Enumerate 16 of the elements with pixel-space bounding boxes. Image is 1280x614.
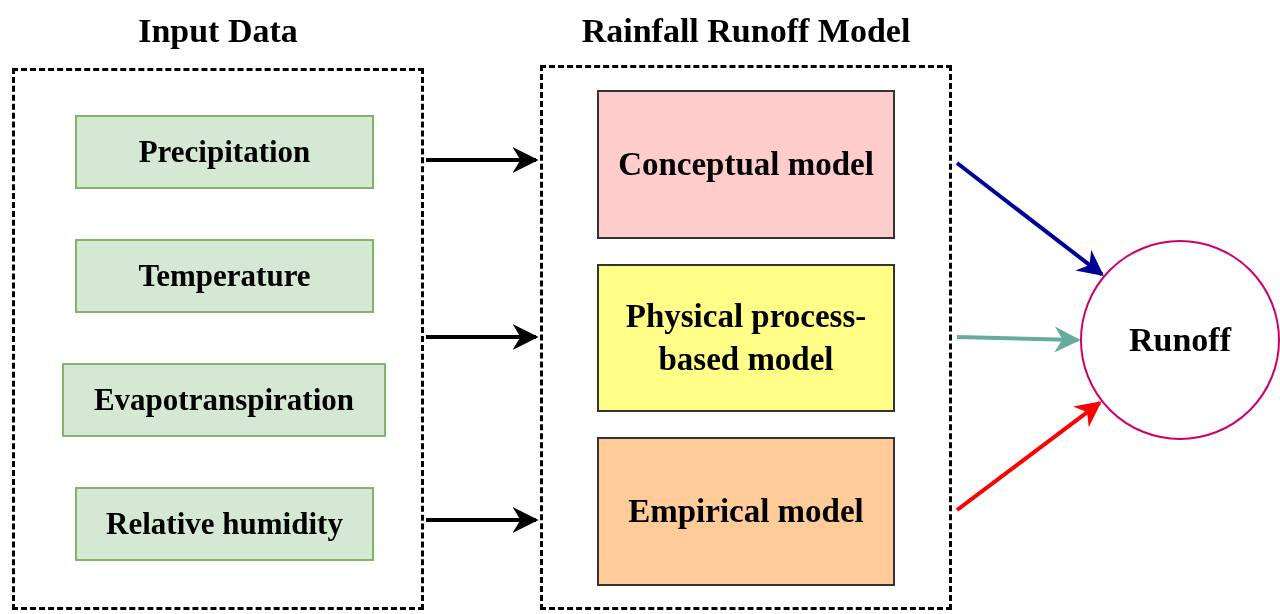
model-box: Physical process-based model	[597, 264, 895, 412]
arrow	[956, 326, 1081, 353]
input-data-box: Relative humidity	[75, 487, 374, 561]
input-data-box: Evapotranspiration	[62, 363, 386, 437]
arrow	[426, 324, 539, 350]
model-box: Conceptual model	[597, 90, 895, 239]
input-data-box: Precipitation	[75, 115, 374, 189]
output-circle: Runoff	[1080, 240, 1280, 440]
group-heading: Input Data	[137, 12, 299, 50]
model-box: Empirical model	[597, 437, 895, 586]
input-data-box: Temperature	[75, 239, 374, 313]
arrow	[426, 507, 539, 533]
group-heading: Rainfall Runoff Model	[580, 12, 912, 50]
arrow	[955, 401, 1102, 512]
arrow	[426, 147, 539, 173]
arrow	[955, 161, 1104, 277]
